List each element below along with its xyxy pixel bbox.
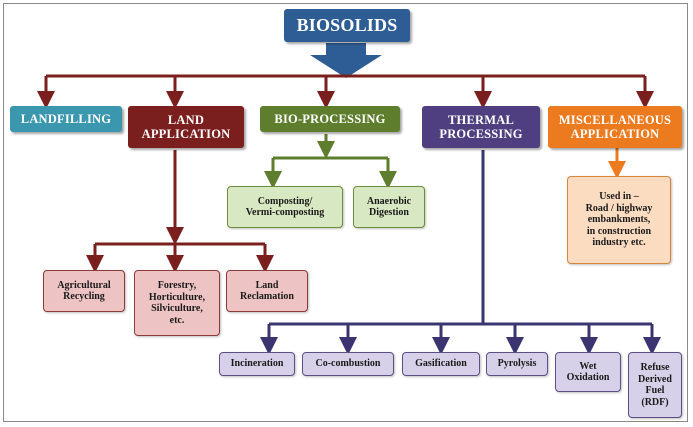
thermal-item-cocombustion-label: Co-combustion [315,358,381,370]
thermal-item-pyrolysis: Pyrolysis [486,352,548,376]
thermal-item-wet-oxidation: Wet Oxidation [555,352,621,392]
category-landfilling-label: LANDFILLING [20,111,112,126]
category-bio-processing-label: BIO-PROCESSING [274,111,386,126]
thermal-item-pyrolysis-label: Pyrolysis [497,358,537,370]
category-thermal-processing: THERMAL PROCESSING [422,106,540,148]
land-item-forestry: Forestry, Horticulture, Silviculture, et… [134,270,220,336]
land-item-forestry-label: Forestry, Horticulture, Silviculture, et… [148,280,206,326]
thermal-item-cocombustion: Co-combustion [302,352,394,376]
title-text: BIOSOLIDS [296,15,398,36]
diagram-frame [3,3,688,422]
land-item-agricultural-label: Agricultural Recycling [57,279,111,303]
misc-item-used-in-label: Used in – Road / highway embankments, in… [585,191,653,249]
bio-connector [264,134,397,189]
land-item-reclamation-label: Land Reclamation [240,279,294,303]
bio-item-anaerobic: Anaerobic Digestion [353,186,425,228]
thermal-item-gasification-label: Gasification [415,358,467,370]
title-box: BIOSOLIDS [284,9,410,42]
category-thermal-processing-label: THERMAL PROCESSING [439,112,523,141]
bio-item-composting: Composting/ Vermi-composting [227,186,343,228]
misc-item-used-in: Used in – Road / highway embankments, in… [567,176,671,264]
category-bio-processing: BIO-PROCESSING [260,106,400,132]
thermal-item-rdf-label: Refuse Derived Fuel (RDF) [638,362,672,408]
thermal-item-rdf: Refuse Derived Fuel (RDF) [628,352,682,418]
category-misc-application-label: MISCELLANEOUS APPLICATION [558,112,672,141]
land-item-agricultural: Agricultural Recycling [43,270,125,312]
category-land-application-label: LAND APPLICATION [141,112,231,141]
thermal-item-gasification: Gasification [402,352,480,376]
thermal-item-wet-oxidation-label: Wet Oxidation [566,360,610,384]
category-landfilling: LANDFILLING [10,106,122,132]
category-land-application: LAND APPLICATION [128,106,244,148]
thermal-item-incineration-label: Incineration [230,358,284,370]
bio-item-composting-label: Composting/ Vermi-composting [245,195,325,219]
thermal-connector [260,150,661,355]
category-misc-application: MISCELLANEOUS APPLICATION [548,106,682,148]
thermal-item-incineration: Incineration [219,352,295,376]
land-connector [86,150,274,273]
land-item-reclamation: Land Reclamation [226,270,308,312]
main-down-arrow [310,43,382,78]
main-connector [37,74,654,109]
bio-item-anaerobic-label: Anaerobic Digestion [366,195,412,219]
